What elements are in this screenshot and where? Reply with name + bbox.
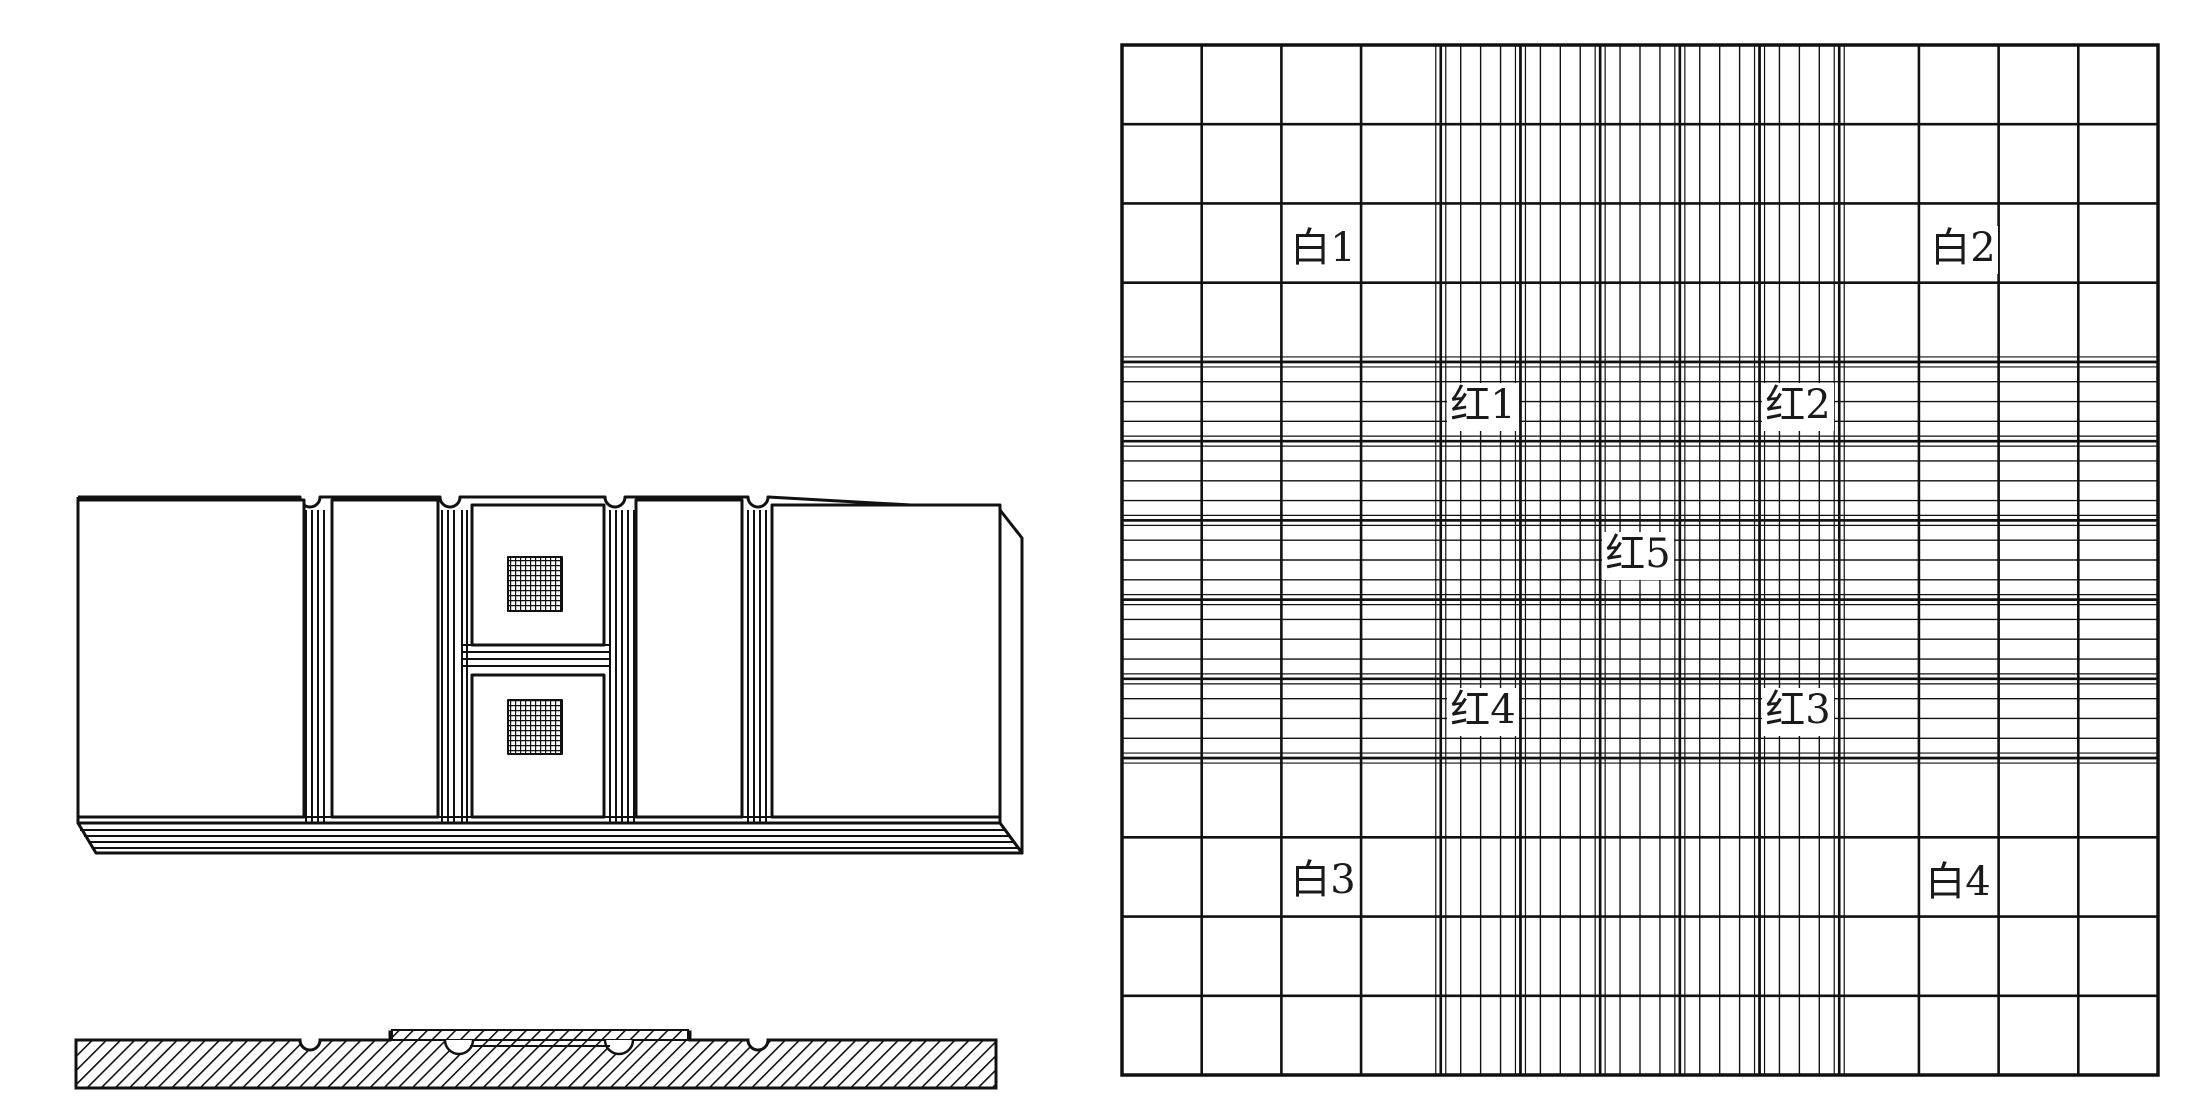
label-white-2: 白2 bbox=[1928, 225, 1998, 274]
label-red-3-text: 红3 bbox=[1765, 687, 1830, 733]
label-red-4-text: 红4 bbox=[1450, 687, 1515, 733]
label-white-1-text: 白1 bbox=[1290, 225, 1355, 271]
label-white-4: 白4 bbox=[1923, 859, 1993, 908]
label-white-3-text: 白3 bbox=[1290, 857, 1355, 903]
label-red-1: 红1 bbox=[1447, 382, 1519, 431]
label-red-5: 红5 bbox=[1602, 531, 1674, 580]
label-red-2-text: 红2 bbox=[1765, 382, 1830, 428]
label-red-1-text: 红1 bbox=[1450, 382, 1515, 428]
counting-chamber-cross-section bbox=[74, 1029, 998, 1090]
label-red-3: 红3 bbox=[1762, 687, 1834, 736]
label-red-2: 红2 bbox=[1762, 382, 1834, 431]
label-white-4-text: 白4 bbox=[1925, 859, 1990, 905]
label-red-4: 红4 bbox=[1447, 687, 1519, 736]
label-white-2-text: 白2 bbox=[1930, 225, 1995, 271]
counting-chamber-slide-top-view bbox=[76, 495, 1024, 855]
label-white-1: 白1 bbox=[1288, 225, 1358, 274]
label-white-3: 白3 bbox=[1288, 857, 1358, 906]
region-labels: 白1 白2 白3 白4 红1 红2 红3 红4 bbox=[1288, 225, 1998, 908]
label-red-5-text: 红5 bbox=[1605, 531, 1670, 577]
